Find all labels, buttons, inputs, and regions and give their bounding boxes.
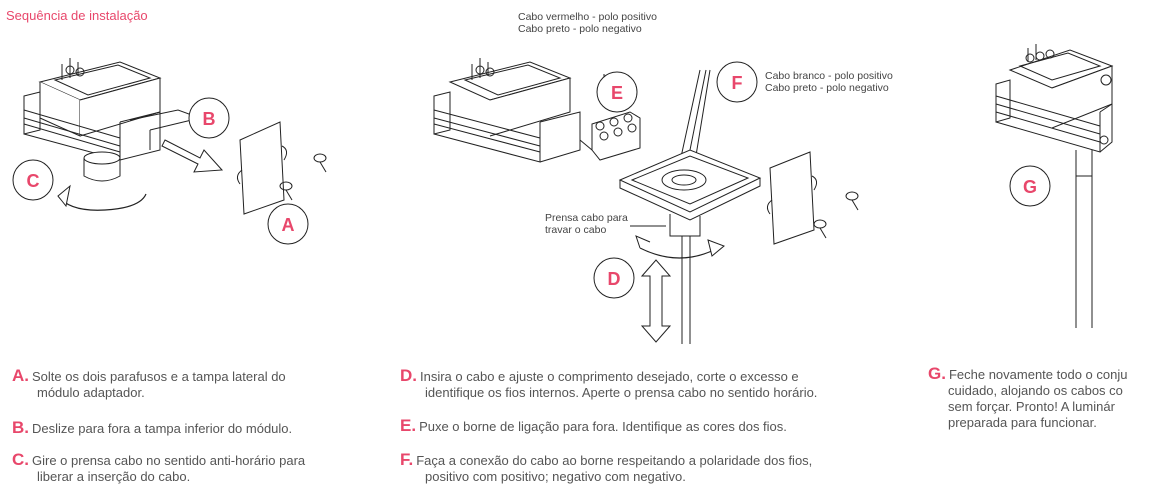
step-e: E.Puxe o borne de ligação para fora. Ide… — [400, 416, 787, 435]
step-c: C.Gire o prensa cabo no sentido anti-hor… — [12, 450, 306, 485]
badge-g-letter: G — [1023, 177, 1037, 197]
step-g-letter: G. — [928, 366, 946, 383]
badge-b: B — [188, 97, 230, 139]
step-d-letter: D. — [400, 366, 417, 385]
note-f-black: Cabo preto - polo negativo — [765, 82, 889, 94]
module-adapter-drawing-1 — [23, 58, 327, 215]
note-f-cables: Cabo branco - polo positivo Cabo preto -… — [765, 70, 893, 94]
step-c-text-2: liberar a inserção do cabo. — [37, 469, 191, 484]
step-b-text-1: Deslize para fora a tampa inferior do mó… — [32, 421, 293, 436]
step-g: G.Feche novamente todo o conju cuidado, … — [928, 366, 1156, 431]
badge-b-letter: B — [203, 109, 216, 129]
badge-e-letter: E — [611, 83, 623, 103]
module-assembled-drawing — [995, 44, 1114, 328]
step-b-letter: B. — [12, 418, 29, 437]
step-a-text-1: Solte os dois parafusos e a tampa latera… — [32, 369, 286, 384]
badge-a-letter: A — [282, 215, 295, 235]
installation-illustration: A B C D E F G — [12, 44, 1114, 344]
step-g-text-1: Feche novamente todo o conju — [948, 367, 1128, 382]
step-e-letter: E. — [400, 416, 417, 435]
step-g-text-4: preparada para funcionar. — [948, 415, 1097, 430]
step-g-text-2: cuidado, alojando os cabos co — [948, 383, 1123, 398]
badge-d: D — [593, 257, 635, 299]
note-e-cables: Cabo vermelho - polo positivo Cabo preto… — [518, 11, 657, 35]
module-adapter-drawing-2 — [433, 58, 859, 344]
note-prensa-cabo: Prensa cabo para travar o cabo — [545, 212, 628, 236]
badge-a: A — [267, 203, 309, 245]
step-f: F.Faça a conexão do cabo ao borne respei… — [400, 450, 813, 485]
step-c-letter: C. — [12, 450, 29, 469]
badge-g: G — [1009, 165, 1051, 207]
step-a-text-2: módulo adaptador. — [37, 385, 145, 400]
badge-d-letter: D — [608, 269, 621, 289]
badge-f: F — [716, 61, 758, 103]
step-e-text-1: Puxe o borne de ligação para fora. Ident… — [419, 419, 787, 434]
step-f-text-2: positivo com positivo; negativo com nega… — [425, 469, 686, 484]
note-prensa-line1: Prensa cabo para — [545, 212, 628, 224]
badge-c: C — [12, 159, 54, 201]
step-c-text-1: Gire o prensa cabo no sentido anti-horár… — [32, 453, 306, 468]
badge-e: E — [596, 71, 638, 113]
note-e-black: Cabo preto - polo negativo — [518, 23, 642, 35]
badge-c-letter: C — [27, 171, 40, 191]
step-f-letter: F. — [400, 450, 414, 469]
step-f-text-1: Faça a conexão do cabo ao borne respeita… — [416, 453, 813, 468]
step-d: D.Insira o cabo e ajuste o comprimento d… — [400, 366, 818, 401]
note-prensa-line2: travar o cabo — [545, 224, 607, 236]
step-g-text-3: sem forçar. Pronto! A luminár — [948, 399, 1115, 414]
step-b: B.Deslize para fora a tampa inferior do … — [12, 418, 293, 437]
note-f-white: Cabo branco - polo positivo — [765, 70, 893, 82]
badge-f-letter: F — [732, 73, 743, 93]
note-e-red: Cabo vermelho - polo positivo — [518, 11, 657, 23]
step-a: A.Solte os dois parafusos e a tampa late… — [12, 366, 286, 401]
step-d-text-1: Insira o cabo e ajuste o comprimento des… — [420, 369, 799, 384]
step-a-letter: A. — [12, 366, 29, 385]
page-title: Sequência de instalação — [6, 8, 148, 23]
step-d-text-2: identifique os fios internos. Aperte o p… — [425, 385, 818, 400]
